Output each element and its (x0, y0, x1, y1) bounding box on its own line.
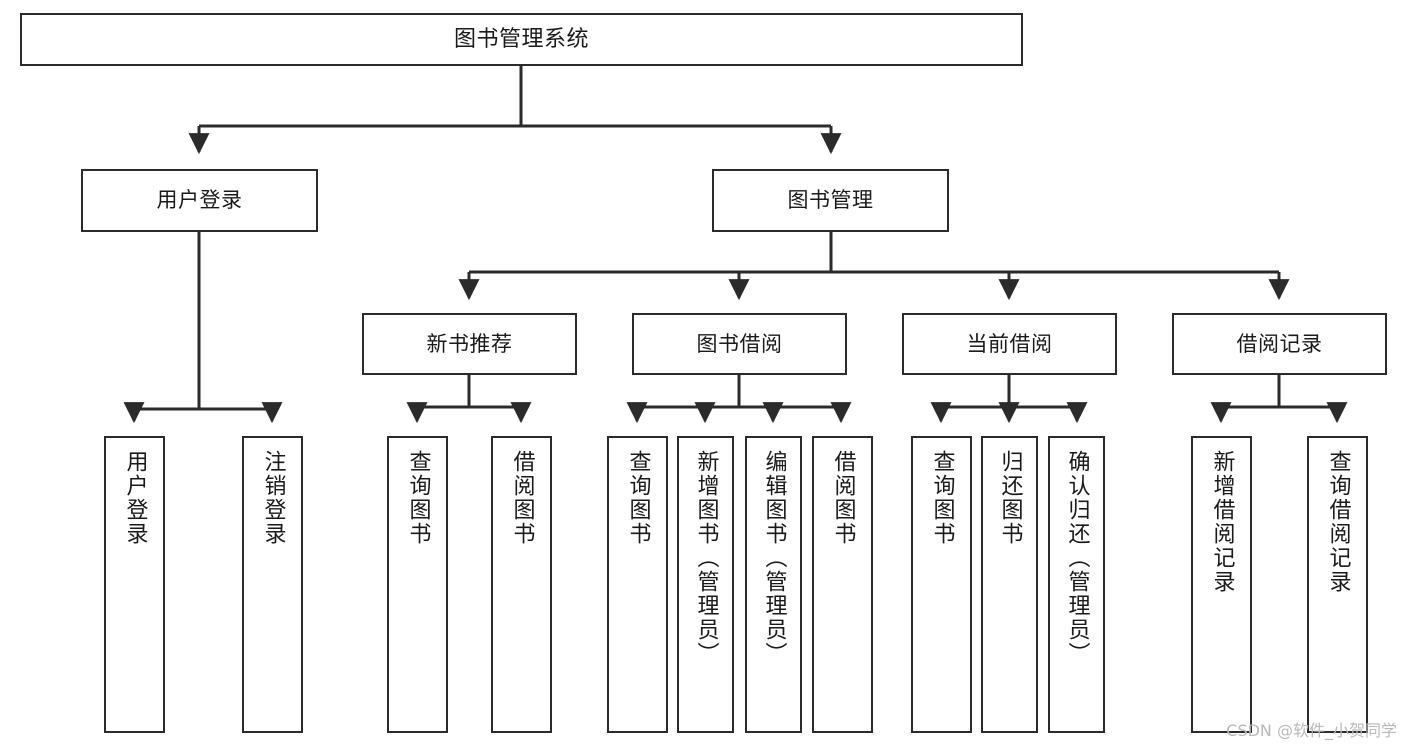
node-label: 用户登录 (156, 188, 243, 213)
node-label: 图书管理 (787, 188, 874, 213)
leaf-add-borrow-record[interactable]: 新增借阅记录 (1191, 436, 1252, 733)
node-label: 新增借阅记录 (1209, 450, 1235, 594)
node-book-borrow[interactable]: 图书借阅 (632, 313, 847, 375)
node-label: 新书推荐 (426, 331, 513, 356)
node-current-borrow[interactable]: 当前借阅 (902, 313, 1117, 375)
node-label: 查询图书 (625, 450, 651, 546)
csdn-watermark: CSDN @软件_小贺同学 (1226, 721, 1397, 740)
leaf-query-book-borrow[interactable]: 查询图书 (607, 436, 668, 733)
node-root-book-management-system[interactable]: 图书管理系统 (20, 13, 1023, 66)
leaf-confirm-return-admin[interactable]: 确认归还（管理员） (1048, 436, 1105, 733)
node-label: 注销登录 (260, 450, 286, 546)
leaf-query-borrow-record[interactable]: 查询借阅记录 (1307, 436, 1368, 733)
node-new-book-recommend[interactable]: 新书推荐 (362, 313, 577, 375)
leaf-add-book-admin[interactable]: 新增图书（管理员） (677, 436, 734, 733)
node-label: 图书借阅 (696, 331, 783, 356)
node-label: 编辑图书（管理员） (761, 450, 787, 666)
node-label: 查询图书 (929, 450, 955, 546)
node-label: 借阅图书 (830, 450, 856, 546)
node-label: 用户登录 (122, 450, 148, 546)
leaf-user-login[interactable]: 用户登录 (104, 436, 165, 733)
node-label: 归还图书 (997, 450, 1023, 546)
node-label: 当前借阅 (966, 331, 1053, 356)
node-borrow-record[interactable]: 借阅记录 (1172, 313, 1387, 375)
leaf-logout[interactable]: 注销登录 (242, 436, 303, 733)
node-book-management[interactable]: 图书管理 (712, 169, 949, 232)
node-label: 图书管理系统 (453, 26, 589, 52)
leaf-query-book-current[interactable]: 查询图书 (911, 436, 972, 733)
node-label: 借阅图书 (509, 450, 535, 546)
node-label: 新增图书（管理员） (693, 450, 719, 666)
leaf-borrow-book[interactable]: 借阅图书 (812, 436, 873, 733)
node-label: 查询图书 (405, 450, 431, 546)
node-label: 确认归还（管理员） (1064, 450, 1090, 666)
leaf-edit-book-admin[interactable]: 编辑图书（管理员） (745, 436, 802, 733)
node-user-login[interactable]: 用户登录 (81, 169, 318, 232)
leaf-query-book-recommend[interactable]: 查询图书 (387, 436, 448, 733)
leaf-return-book[interactable]: 归还图书 (981, 436, 1038, 733)
leaf-borrow-book-recommend[interactable]: 借阅图书 (491, 436, 552, 733)
node-label: 查询借阅记录 (1325, 450, 1351, 594)
node-label: 借阅记录 (1236, 331, 1323, 356)
